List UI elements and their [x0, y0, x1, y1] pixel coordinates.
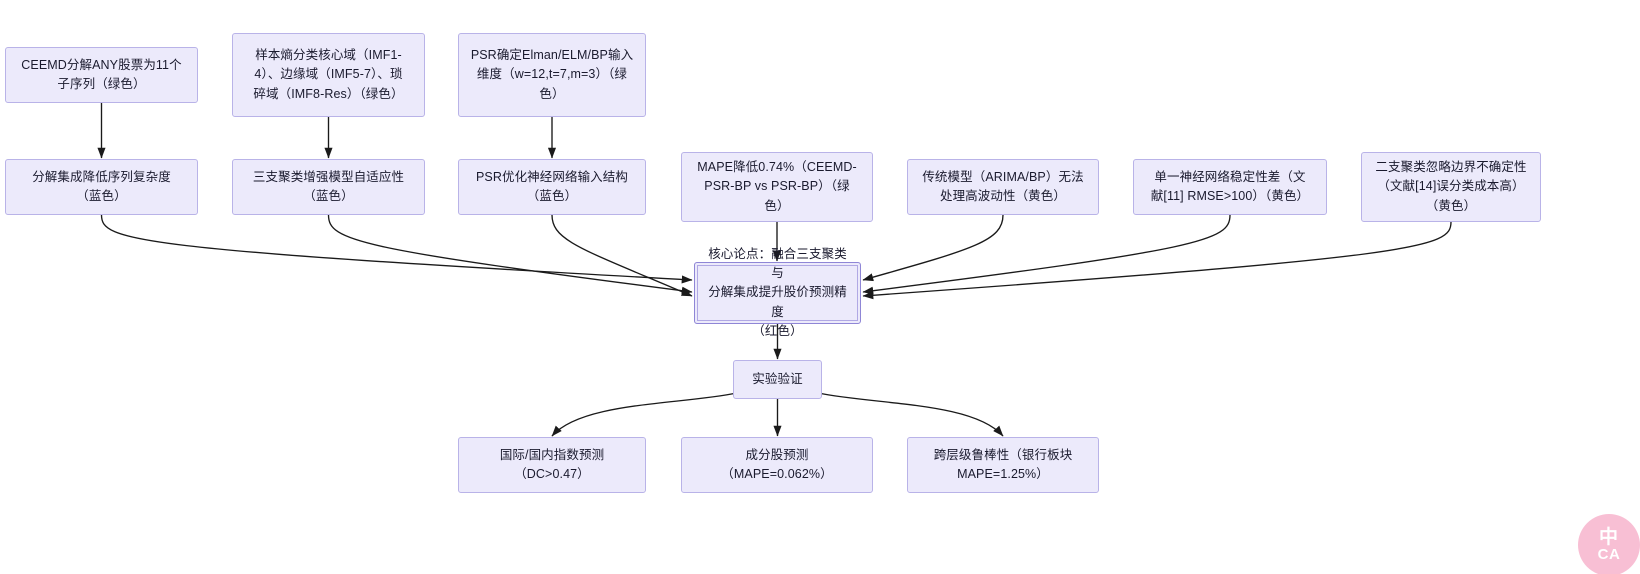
- flow-node-n14[interactable]: 跨层级鲁棒性（银行板块 MAPE=1.25%）: [907, 437, 1099, 493]
- flow-node-n6[interactable]: PSR优化神经网络输入结构 （蓝色）: [458, 159, 646, 215]
- flow-node-n7[interactable]: MAPE降低0.74%（CEEMD- PSR-BP vs PSR-BP）（绿 色…: [681, 152, 873, 222]
- flow-node-n10[interactable]: 二支聚类忽略边界不确定性 （文献[14]误分类成本高） （黄色）: [1361, 152, 1541, 222]
- edge-n8-to-core: [863, 215, 1003, 280]
- watermark-badge: 中 CA: [1578, 514, 1640, 574]
- flow-node-n11[interactable]: 实验验证: [733, 360, 822, 399]
- flow-node-n2[interactable]: 样本熵分类核心域（IMF1- 4）、边缘域（IMF5-7）、琐 碎域（IMF8-…: [232, 33, 425, 117]
- flow-node-n13[interactable]: 成分股预测 （MAPE=0.062%）: [681, 437, 873, 493]
- flow-node-n8[interactable]: 传统模型（ARIMA/BP）无法 处理高波动性（黄色）: [907, 159, 1099, 215]
- edge-n11-to-n14: [818, 393, 1003, 436]
- flow-node-n1[interactable]: CEEMD分解ANY股票为11个 子序列（绿色）: [5, 47, 198, 103]
- flow-node-n4[interactable]: 分解集成降低序列复杂度 （蓝色）: [5, 159, 198, 215]
- flow-node-n5[interactable]: 三支聚类增强模型自适应性 （蓝色）: [232, 159, 425, 215]
- watermark-bottom-text: CA: [1598, 547, 1621, 563]
- edge-n5-to-core: [329, 215, 693, 292]
- flow-node-core[interactable]: 核心论点：融合三支聚类与 分解集成提升股价预测精度 （红色）: [694, 262, 861, 324]
- edge-n6-to-core: [552, 215, 692, 296]
- flow-node-n12[interactable]: 国际/国内指数预测 （DC>0.47）: [458, 437, 646, 493]
- watermark-top-text: 中: [1599, 528, 1619, 547]
- edge-n10-to-core: [863, 222, 1451, 296]
- edge-n9-to-core: [863, 215, 1230, 292]
- flow-node-n3[interactable]: PSR确定Elman/ELM/BP输入 维度（w=12,t=7,m=3）（绿 色…: [458, 33, 646, 117]
- edge-n4-to-core: [102, 215, 693, 280]
- edge-n11-to-n12: [552, 393, 737, 436]
- flow-node-n9[interactable]: 单一神经网络稳定性差（文 献[11] RMSE>100）（黄色）: [1133, 159, 1327, 215]
